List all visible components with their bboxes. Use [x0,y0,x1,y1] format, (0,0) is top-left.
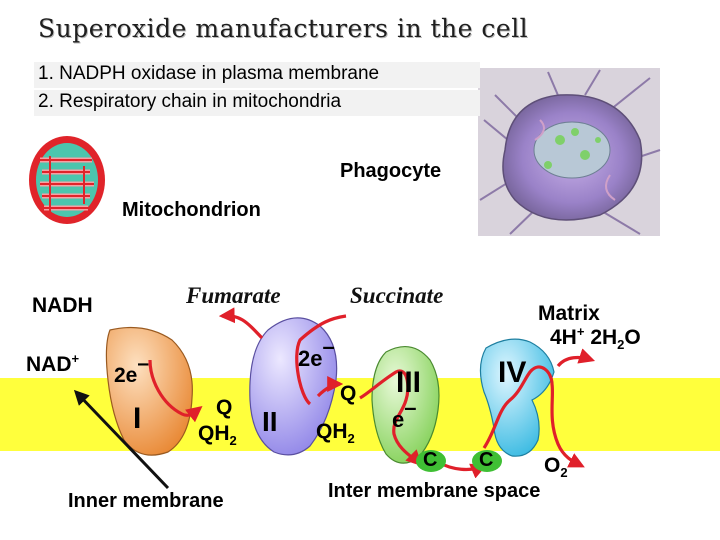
complex-2-label: II [262,406,278,437]
nadh-label: NADH [32,294,93,317]
phagocyte-image [478,68,661,236]
phagocyte-label: Phagocyte [340,160,442,182]
h2o-a: 2H [590,326,618,349]
arrow-water [556,348,596,368]
matrix-label: Matrix [538,302,600,325]
inner-membrane-band [0,378,720,451]
complex-3-label: III [396,366,422,399]
arrow-fumarate [218,307,264,340]
cyt-c1-label: C [423,449,438,471]
arrow-c-to-complex4 [482,365,585,468]
list-highlight-2 [34,90,480,116]
complex-4-label: IV [498,356,527,389]
h-sup: + [576,324,585,339]
q-right-label: Q [340,382,357,405]
succinate-label: Succinate [350,283,444,308]
q-left-label: Q [216,396,233,419]
arrow-complex1-to-q [148,359,203,423]
list-item-2: 2. Respiratory chain in mitochondria [38,91,342,112]
electron-right: e– [392,395,417,432]
page-title: Superoxide manufacturers in the cell [38,14,529,43]
arrow-q-to-complex3 [359,369,423,467]
list-highlight-1 [34,62,480,88]
arrow-complex2-to-q [316,376,344,398]
water-reaction-label: 4H+ 2H2O [550,324,641,352]
nad-label: NAD+ [26,351,79,377]
electrons-left: 2e– [114,352,150,387]
fumarate-label: Fumarate [186,283,281,308]
nad-base: NAD [26,353,72,376]
mitochondrion-icon [29,136,105,224]
h2o-b: O [624,326,641,349]
h-base: 4H [550,326,577,349]
cyt-c2-label: C [479,449,494,471]
cyt-c2-shape [472,450,502,472]
electrons-mid: 2e– [298,334,335,371]
qh2-left-label: QH2 [198,422,237,449]
qh2-right-label: QH2 [316,420,355,447]
arrow-succinate-in [295,314,347,406]
list-item-1: 1. NADPH oxidase in plasma membrane [38,63,380,84]
h2o-sub: 2 [617,337,625,353]
mitochondrion-label: Mitochondrion [122,199,261,221]
cyt-c1-shape [416,450,446,472]
nad-sup: + [71,351,80,366]
complex-1-label: I [133,402,142,435]
inner-membrane-pointer [73,389,170,490]
complex-1-shape [105,326,193,456]
inter-membrane-label: Inter membrane space [328,480,541,502]
inner-membrane-label: Inner membrane [68,490,224,512]
o2-label: O2 [544,454,568,481]
